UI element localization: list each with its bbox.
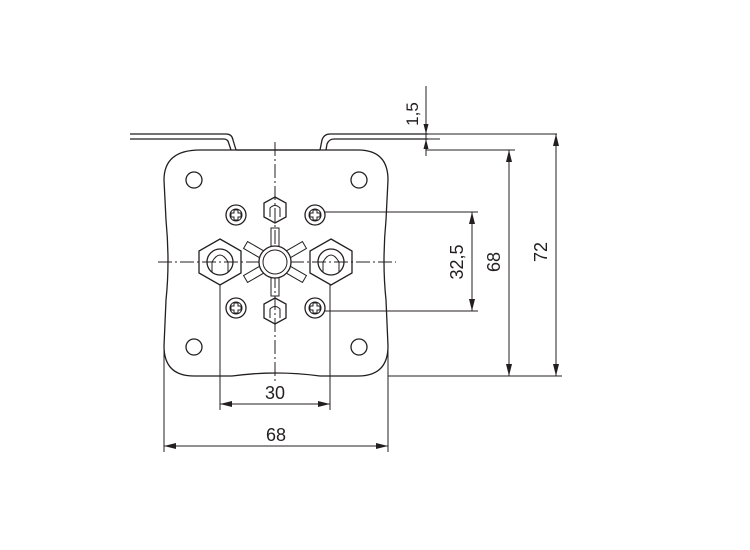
- dimension-height-outer: 72: [388, 134, 562, 377]
- dimension-terminal-spacing: 32,5: [325, 211, 478, 312]
- dim-terminal-spacing-label: 32,5: [447, 244, 467, 279]
- dim-thickness-label: 1,5: [403, 102, 422, 126]
- screw-top-left: [225, 204, 247, 226]
- dim-height-outer-label: 72: [531, 242, 551, 262]
- screw-terminals: [225, 204, 326, 319]
- dimension-width-outer: 68: [163, 346, 389, 452]
- dimension-height-inner: 68: [426, 149, 515, 376]
- small-hex-nuts: [263, 196, 287, 325]
- screw-top-right: [304, 204, 326, 226]
- screw-bottom-left: [225, 297, 247, 319]
- mounting-bracket: [130, 133, 428, 151]
- dim-height-inner-label: 68: [484, 252, 504, 272]
- dim-width-outer-label: 68: [266, 425, 286, 445]
- screw-bottom-right: [304, 297, 326, 319]
- dimension-width-inner: 30: [219, 285, 331, 410]
- dimension-thickness: 1,5: [403, 86, 557, 156]
- mounting-plate: [163, 149, 389, 377]
- corner-holes: [185, 171, 368, 356]
- central-boss: [242, 227, 308, 297]
- dim-width-inner-label: 30: [265, 383, 285, 403]
